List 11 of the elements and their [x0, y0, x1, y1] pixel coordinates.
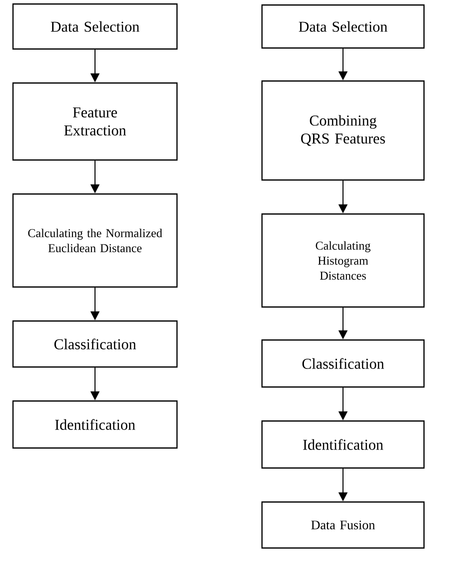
- process-box: Data Fusion: [261, 501, 425, 549]
- process-box: Classification: [12, 320, 178, 368]
- process-box: Identification: [12, 400, 178, 449]
- process-box: Data Selection: [261, 4, 425, 49]
- process-box: Calculating Histogram Distances: [261, 213, 425, 308]
- process-box: Combining QRS Features: [261, 80, 425, 181]
- process-box: Calculating the Normalized Euclidean Distance: [12, 193, 178, 288]
- process-box: Identification: [261, 420, 425, 469]
- process-box: Feature Extraction: [12, 82, 178, 161]
- process-box: Classification: [261, 339, 425, 388]
- process-box: Data Selection: [12, 3, 178, 50]
